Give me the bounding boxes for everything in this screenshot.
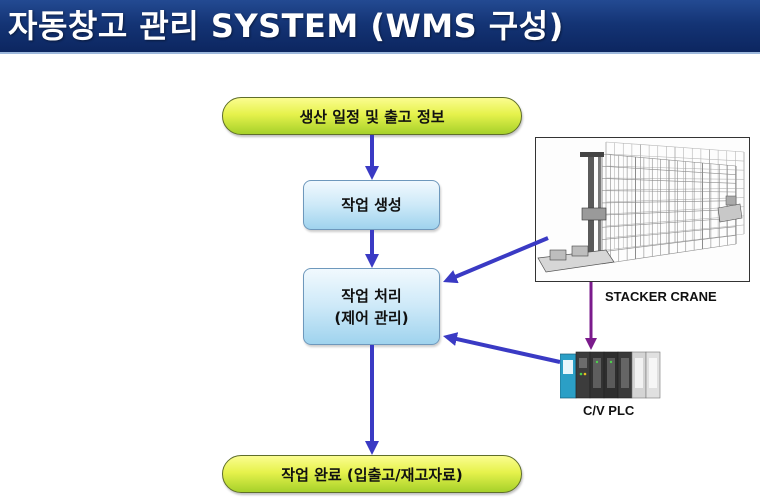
job-create-box: 작업 생성: [303, 180, 440, 230]
job-create-label: 작업 생성: [341, 196, 402, 214]
rack-back: [605, 141, 745, 251]
job-process-label: 작업 처리: [341, 286, 402, 305]
plc-comm-panel: [635, 358, 643, 388]
forklift-cab: [725, 195, 737, 206]
plc-led: [583, 372, 587, 376]
plc-end-panel: [649, 358, 657, 388]
crane-carriage: [581, 207, 607, 221]
floor-conveyor: [537, 245, 615, 273]
stacker-crane-illustration: [537, 141, 745, 273]
rack-line: [601, 209, 737, 216]
forklift-body: [717, 203, 743, 223]
plc-cpu-panel: [579, 358, 587, 368]
conveyor-load: [549, 249, 567, 261]
rack-line: [601, 243, 737, 265]
plc-led: [595, 360, 599, 364]
arrow-crane-to-process: [443, 236, 549, 284]
rack-front: [601, 153, 737, 265]
page-title: 자동창고 관리 SYSTEM (WMS 구성): [8, 7, 564, 45]
job-process-sublabel: (제어 관리): [334, 308, 409, 327]
plc-led: [609, 360, 613, 364]
rack-line: [601, 190, 737, 193]
rack-line: [601, 217, 737, 228]
rack-line: [605, 233, 745, 251]
job-process-box: 작업 처리 (제어 관리): [303, 268, 440, 345]
plc-picture: [560, 351, 661, 399]
stacker-crane-label: STACKER CRANE: [605, 289, 717, 304]
job-complete-box: 작업 완료 (입출고/재고자료): [222, 455, 522, 493]
rack-line: [605, 153, 745, 162]
rack-line: [605, 224, 745, 239]
plc-io-panel: [607, 358, 615, 388]
job-complete-label: 작업 완료 (입출고/재고자료): [281, 465, 463, 484]
stacker-crane-picture: [535, 137, 750, 282]
rack-line: [601, 165, 737, 175]
rack-line: [601, 178, 737, 184]
plc-led: [579, 372, 583, 376]
rack-line: [605, 197, 745, 203]
production-info-label: 생산 일정 및 출고 정보: [299, 107, 445, 126]
rack-line: [605, 177, 745, 180]
rack-line: [605, 188, 745, 191]
rack-line: [605, 141, 745, 153]
conveyor-load: [571, 245, 589, 257]
rack-line: [601, 200, 737, 204]
forklift: [717, 195, 743, 223]
crane-mast: [580, 152, 607, 264]
plc-label: C/V PLC: [583, 403, 635, 418]
title-bar: 자동창고 관리 SYSTEM (WMS 구성): [0, 0, 760, 54]
plc-io-panel: [621, 358, 629, 388]
rack-line: [601, 235, 737, 253]
arrow-plc-to-process: [442, 332, 561, 364]
rack-line: [601, 226, 737, 240]
rack-line: [605, 165, 745, 171]
production-info-box: 생산 일정 및 출고 정보: [222, 97, 522, 135]
plc-power-panel: [563, 360, 573, 374]
plc-io-panel: [593, 358, 601, 388]
rack-line: [601, 153, 737, 167]
crane-top-beam: [580, 152, 604, 157]
